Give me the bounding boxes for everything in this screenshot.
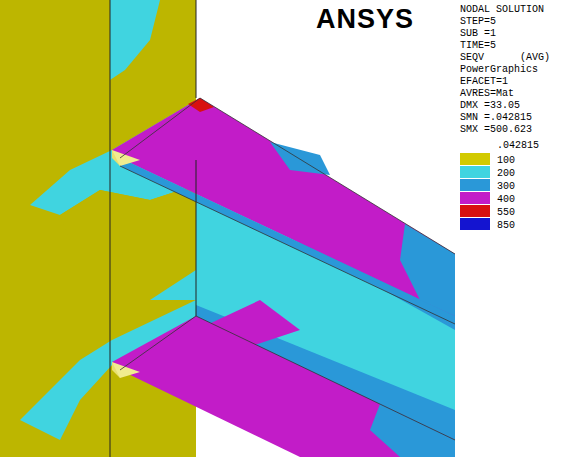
- software-logo: ANSYS: [316, 4, 414, 34]
- plot-info: PowerGraphics: [460, 64, 538, 76]
- legend-swatch: [460, 166, 490, 178]
- plot-info: SMN =.042815: [460, 112, 532, 124]
- contour-zone: [188, 98, 214, 112]
- top-flange: [112, 98, 455, 316]
- plot-info: SEQV (AVG): [460, 52, 550, 64]
- legend-value: 400: [497, 194, 515, 206]
- flange-outline: [120, 98, 455, 254]
- flange-edge: [120, 158, 455, 324]
- contour-zone: [110, 0, 160, 80]
- legend-value: 300: [497, 181, 515, 193]
- plot-info: .042815: [497, 140, 539, 152]
- legend-value: 850: [497, 220, 515, 232]
- column-edge: [196, 0, 197, 98]
- plot-info: EFACET=1: [460, 76, 508, 88]
- contour-zone: [270, 142, 330, 175]
- legend-swatch: [460, 153, 490, 165]
- flange-outline: [120, 166, 455, 324]
- plot-info: NODAL SOLUTION: [460, 4, 544, 16]
- legend-value: 550: [497, 207, 515, 219]
- plot-info: AVRES=Mat: [460, 88, 514, 100]
- plot-info: SMX =500.623: [460, 124, 532, 136]
- plot-info: SUB =1: [460, 28, 496, 40]
- legend-value: 100: [497, 155, 515, 167]
- legend-swatch: [460, 192, 490, 204]
- column-edge: [196, 160, 197, 316]
- plot-info: TIME=5: [460, 40, 496, 52]
- flange-outline: [120, 316, 455, 440]
- flange-edge: [112, 362, 140, 378]
- flange-edge: [112, 150, 140, 166]
- legend-value: 200: [497, 168, 515, 180]
- contour-zone: [60, 185, 196, 300]
- legend-swatch: [460, 205, 490, 217]
- bottom-flange: [112, 316, 455, 457]
- plot-info: DMX =33.05: [460, 100, 520, 112]
- plot-info: STEP=5: [460, 16, 496, 28]
- contour-zone: [150, 270, 196, 300]
- legend-swatch: [460, 218, 490, 230]
- legend-swatch: [460, 179, 490, 191]
- contour-zone: [370, 404, 455, 457]
- column-flange-line: [110, 0, 111, 457]
